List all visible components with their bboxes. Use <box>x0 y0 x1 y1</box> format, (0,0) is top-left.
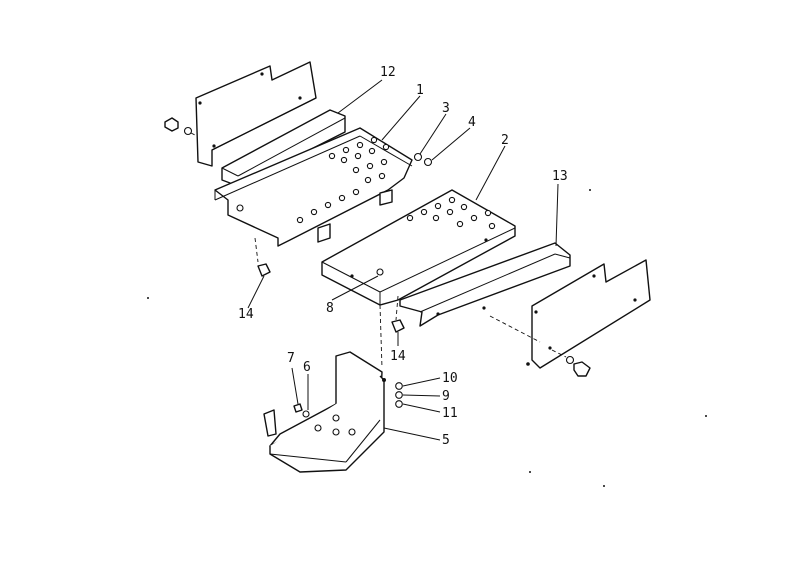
nut-icon <box>423 157 433 167</box>
callouts: 12 1 3 4 2 13 14 8 14 7 6 10 9 11 5 <box>238 65 568 448</box>
bolt-icon <box>164 117 198 137</box>
callout-10: 10 <box>442 371 458 386</box>
callout-12: 12 <box>380 65 396 80</box>
leader-lines <box>247 79 559 441</box>
part-6-washer <box>302 410 310 418</box>
callout-9: 9 <box>442 389 450 404</box>
washer-icon <box>413 152 423 162</box>
part-8-screw <box>376 268 384 276</box>
part-14-upper-pin <box>254 237 271 277</box>
part-2-lower-floor-plate <box>321 189 516 306</box>
callout-1: 1 <box>416 83 424 98</box>
part-12-strip <box>221 109 346 187</box>
callout-14-lower: 14 <box>390 349 406 364</box>
callout-7: 7 <box>287 351 295 366</box>
part-1-upper-floor-plate <box>214 127 413 247</box>
callout-3: 3 <box>442 101 450 116</box>
part-5-step-bracket <box>263 351 386 473</box>
callout-8: 8 <box>326 301 334 316</box>
callout-11: 11 <box>442 406 458 421</box>
callout-13: 13 <box>552 169 568 184</box>
assembly-line <box>379 304 383 369</box>
callout-5: 5 <box>442 433 450 448</box>
right-side-plate <box>489 259 651 369</box>
part-7-bolt <box>293 403 303 413</box>
bolt-icon <box>526 349 591 377</box>
part-14-lower-pin <box>391 295 405 333</box>
washer-stack <box>395 382 403 408</box>
part-13-side-strip <box>399 242 571 327</box>
part-12-left-side-plate <box>195 61 317 167</box>
callout-6: 6 <box>303 360 311 375</box>
callout-2: 2 <box>501 133 509 148</box>
callout-14-upper: 14 <box>238 307 254 322</box>
callout-4: 4 <box>468 115 476 130</box>
